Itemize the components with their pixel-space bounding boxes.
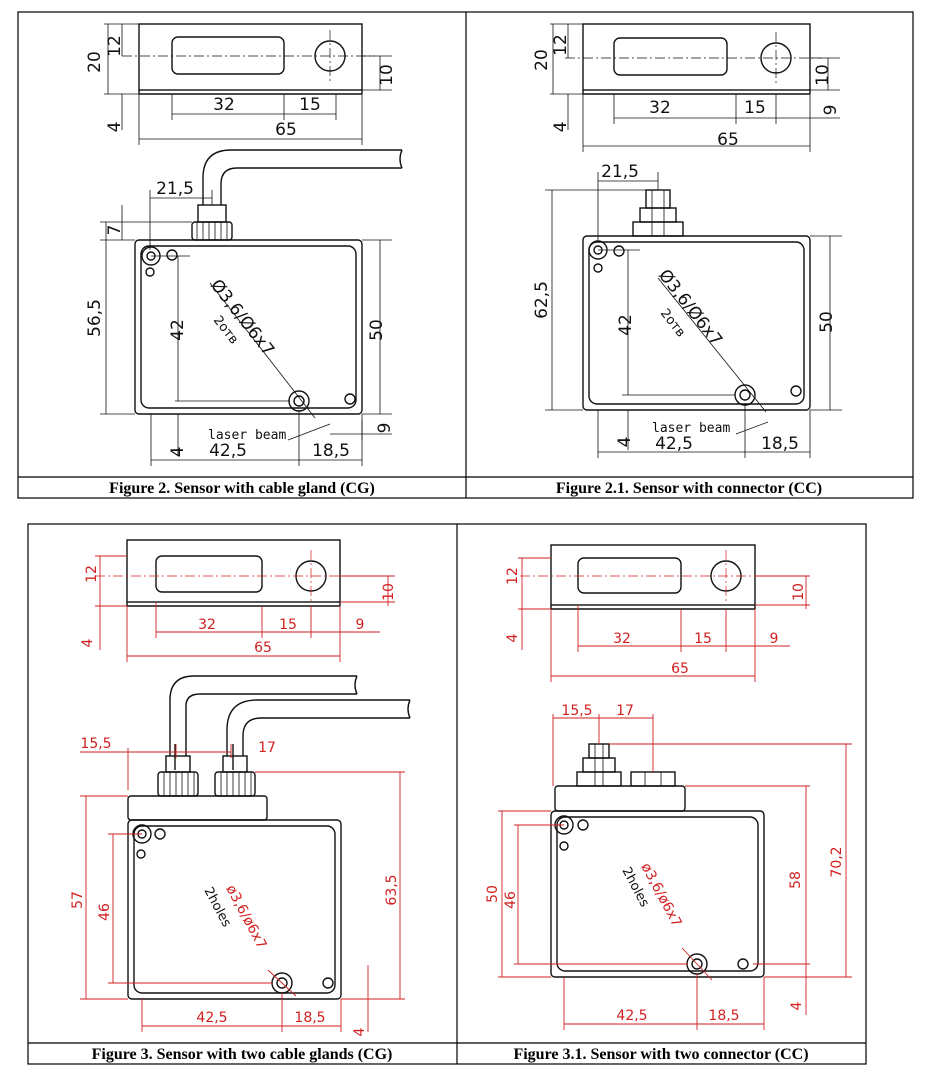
- fig21-dim-12: 12: [551, 34, 571, 56]
- fig3-dim-65: 65: [254, 640, 272, 656]
- fig31-dim-17: 17: [616, 703, 634, 719]
- fig21-front-dimensions: [545, 172, 842, 458]
- fig3-top-dimensions: [95, 555, 395, 662]
- fig21-dim-65: 65: [717, 130, 739, 150]
- fig2-dim-50: 50: [367, 319, 387, 341]
- fig3-front-dimensions: [80, 744, 405, 1032]
- fig2-top-dimensions: [104, 23, 392, 145]
- fig3-top-view: [95, 539, 380, 607]
- fig21-front-view: [582, 189, 811, 413]
- fig3-dim-4-top: 4: [80, 638, 96, 647]
- fig21-dim-4-bottom: 4: [615, 437, 635, 448]
- fig21-dim-20: 20: [532, 49, 552, 71]
- fig2-caption: Figure 2. Sensor with cable gland (CG): [109, 480, 375, 497]
- fig3-front-view: [127, 675, 411, 1000]
- fig3-dim-63-5: 63,5: [384, 874, 400, 905]
- fig2-dim-32: 32: [213, 95, 235, 115]
- fig21-dim-62-5: 62,5: [532, 281, 552, 319]
- bottom-table-frame: [27, 523, 867, 1065]
- fig2-dim-42-5: 42,5: [209, 441, 247, 461]
- figure-3-1-drawing: [498, 544, 852, 1030]
- fig2-dim-10: 10: [377, 64, 397, 86]
- fig2-laser-beam-label: laser beam: [208, 428, 286, 443]
- fig3-dim-46: 46: [97, 903, 113, 921]
- fig31-dim-4-bottom: 4: [789, 1001, 805, 1010]
- fig3-dim-15-5: 15,5: [80, 736, 111, 752]
- fig31-top-dimensions: [518, 557, 810, 682]
- fig2-dim-9: 9: [375, 423, 395, 434]
- fig3-caption: Figure 3. Sensor with two cable glands (…: [92, 1046, 393, 1063]
- fig3-dim-32: 32: [198, 617, 216, 633]
- fig21-top-view: [565, 23, 822, 95]
- fig21-dim-42: 42: [616, 314, 636, 336]
- fig21-dim-42-5: 42,5: [655, 434, 693, 454]
- fig31-dim-12: 12: [505, 567, 521, 585]
- fig3-dim-57: 57: [70, 891, 86, 909]
- fig2-dim-20: 20: [85, 51, 105, 73]
- fig31-dim-15: 15: [694, 631, 712, 647]
- fig2-dim-21-5: 21,5: [156, 179, 194, 199]
- fig21-top-dimensions: [550, 23, 840, 152]
- fig31-front-view: [550, 743, 765, 981]
- fig2-front-dimensions: [100, 190, 392, 466]
- figure-3-drawing: [80, 539, 411, 1032]
- fig2-dim-65: 65: [275, 120, 297, 140]
- fig21-dim-9: 9: [821, 105, 841, 116]
- fig31-caption: Figure 3.1. Sensor with two connector (C…: [513, 1046, 808, 1063]
- figure-2-drawing: [100, 23, 403, 466]
- fig31-dim-18-5: 18,5: [708, 1008, 739, 1024]
- fig31-dim-15-5: 15,5: [561, 703, 592, 719]
- fig3-dim-9: 9: [356, 617, 365, 633]
- fig31-dim-58: 58: [788, 871, 804, 889]
- fig21-dim-18-5: 18,5: [761, 434, 799, 454]
- fig2-dim-12: 12: [105, 35, 125, 57]
- fig2-dim-15: 15: [299, 95, 321, 115]
- figure-2-1-drawing: [545, 23, 842, 458]
- fig2-dim-56-5: 56,5: [85, 299, 105, 337]
- top-table-frame: [17, 11, 914, 499]
- fig21-caption: Figure 2.1. Sensor with connector (CC): [556, 480, 822, 497]
- fig2-top-view: [122, 23, 375, 95]
- fig3-dim-10: 10: [381, 583, 397, 601]
- fig2-dim-4-bottom: 4: [168, 447, 188, 458]
- fig31-dim-70-2: 70,2: [829, 846, 845, 877]
- fig2-dim-42: 42: [168, 319, 188, 341]
- fig21-dim-50: 50: [817, 311, 837, 333]
- fig31-top-view: [520, 544, 810, 610]
- fig21-laser-beam-label: laser beam: [652, 421, 730, 436]
- fig21-dim-10: 10: [813, 64, 833, 86]
- fig31-dim-46: 46: [503, 891, 519, 909]
- fig2-dim-18-5: 18,5: [312, 441, 350, 461]
- fig21-dim-21-5: 21,5: [601, 162, 639, 182]
- fig21-dim-4-top: 4: [551, 122, 571, 133]
- fig3-dim-15: 15: [279, 617, 297, 633]
- fig3-dim-17: 17: [258, 740, 276, 756]
- fig31-front-dimensions: [498, 714, 852, 1030]
- fig2-dim-7: 7: [105, 225, 125, 236]
- fig31-dim-9: 9: [770, 631, 779, 647]
- fig3-dim-12: 12: [84, 565, 100, 583]
- fig31-dim-65: 65: [671, 661, 689, 677]
- fig21-dim-15: 15: [744, 98, 766, 118]
- fig31-dim-32: 32: [613, 631, 631, 647]
- fig3-dim-18-5: 18,5: [294, 1010, 325, 1026]
- fig31-dim-42-5: 42,5: [616, 1008, 647, 1024]
- fig3-dim-42-5: 42,5: [196, 1010, 227, 1026]
- fig2-dim-4-top: 4: [105, 122, 125, 133]
- fig21-dim-32: 32: [649, 98, 671, 118]
- fig21-hole-note: Ø3,6/Ø6x7: [654, 266, 726, 350]
- fig31-dim-10: 10: [791, 583, 807, 601]
- fig31-dim-50: 50: [485, 885, 501, 903]
- fig3-dim-4-bottom: 4: [352, 1027, 368, 1036]
- fig31-dim-4-top: 4: [505, 633, 521, 642]
- fig2-front-view: [134, 149, 403, 419]
